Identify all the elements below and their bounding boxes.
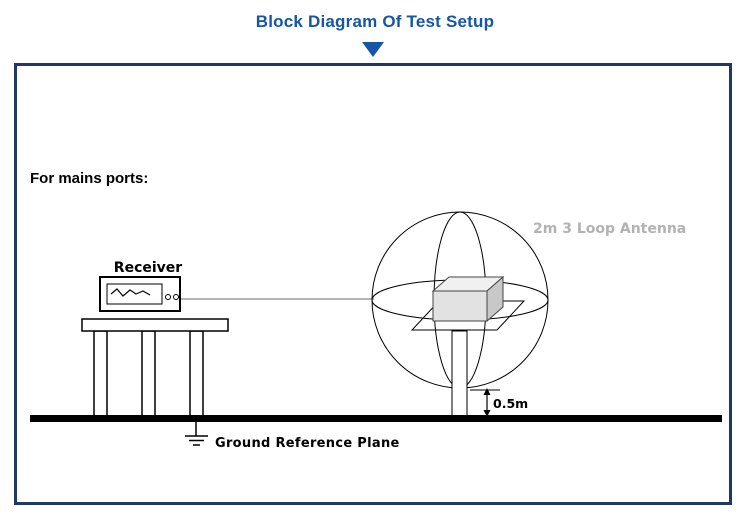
receiver-knob	[165, 294, 171, 300]
table-top	[81, 318, 229, 332]
down-triangle-icon	[362, 42, 384, 57]
ground-plane-label: Ground Reference Plane	[215, 436, 400, 451]
table	[81, 318, 229, 419]
arrow-up-icon	[483, 388, 491, 395]
height-label: 0.5m	[493, 396, 528, 411]
table-leg-left	[93, 330, 108, 419]
eut-platform	[410, 300, 526, 331]
antenna-label: 2m 3 Loop Antenna	[533, 221, 686, 237]
table-leg-middle	[141, 330, 156, 419]
receiver-display	[106, 283, 163, 305]
table-leg-right	[189, 330, 204, 419]
ground-plane-line	[30, 415, 722, 422]
waveform-icon	[110, 288, 151, 297]
height-marker	[470, 388, 500, 417]
receiver-knob	[173, 294, 179, 300]
earth-ground-icon	[185, 422, 208, 446]
eut-cube	[431, 275, 505, 323]
receiver-device	[99, 276, 181, 312]
eut-cube-front	[432, 290, 488, 322]
arrow-down-icon	[483, 410, 491, 417]
page-title: Block Diagram Of Test Setup	[255, 12, 495, 31]
receiver-label: Receiver	[114, 260, 182, 276]
section-label: For mains ports:	[30, 170, 149, 187]
antenna-support-post	[451, 330, 468, 419]
